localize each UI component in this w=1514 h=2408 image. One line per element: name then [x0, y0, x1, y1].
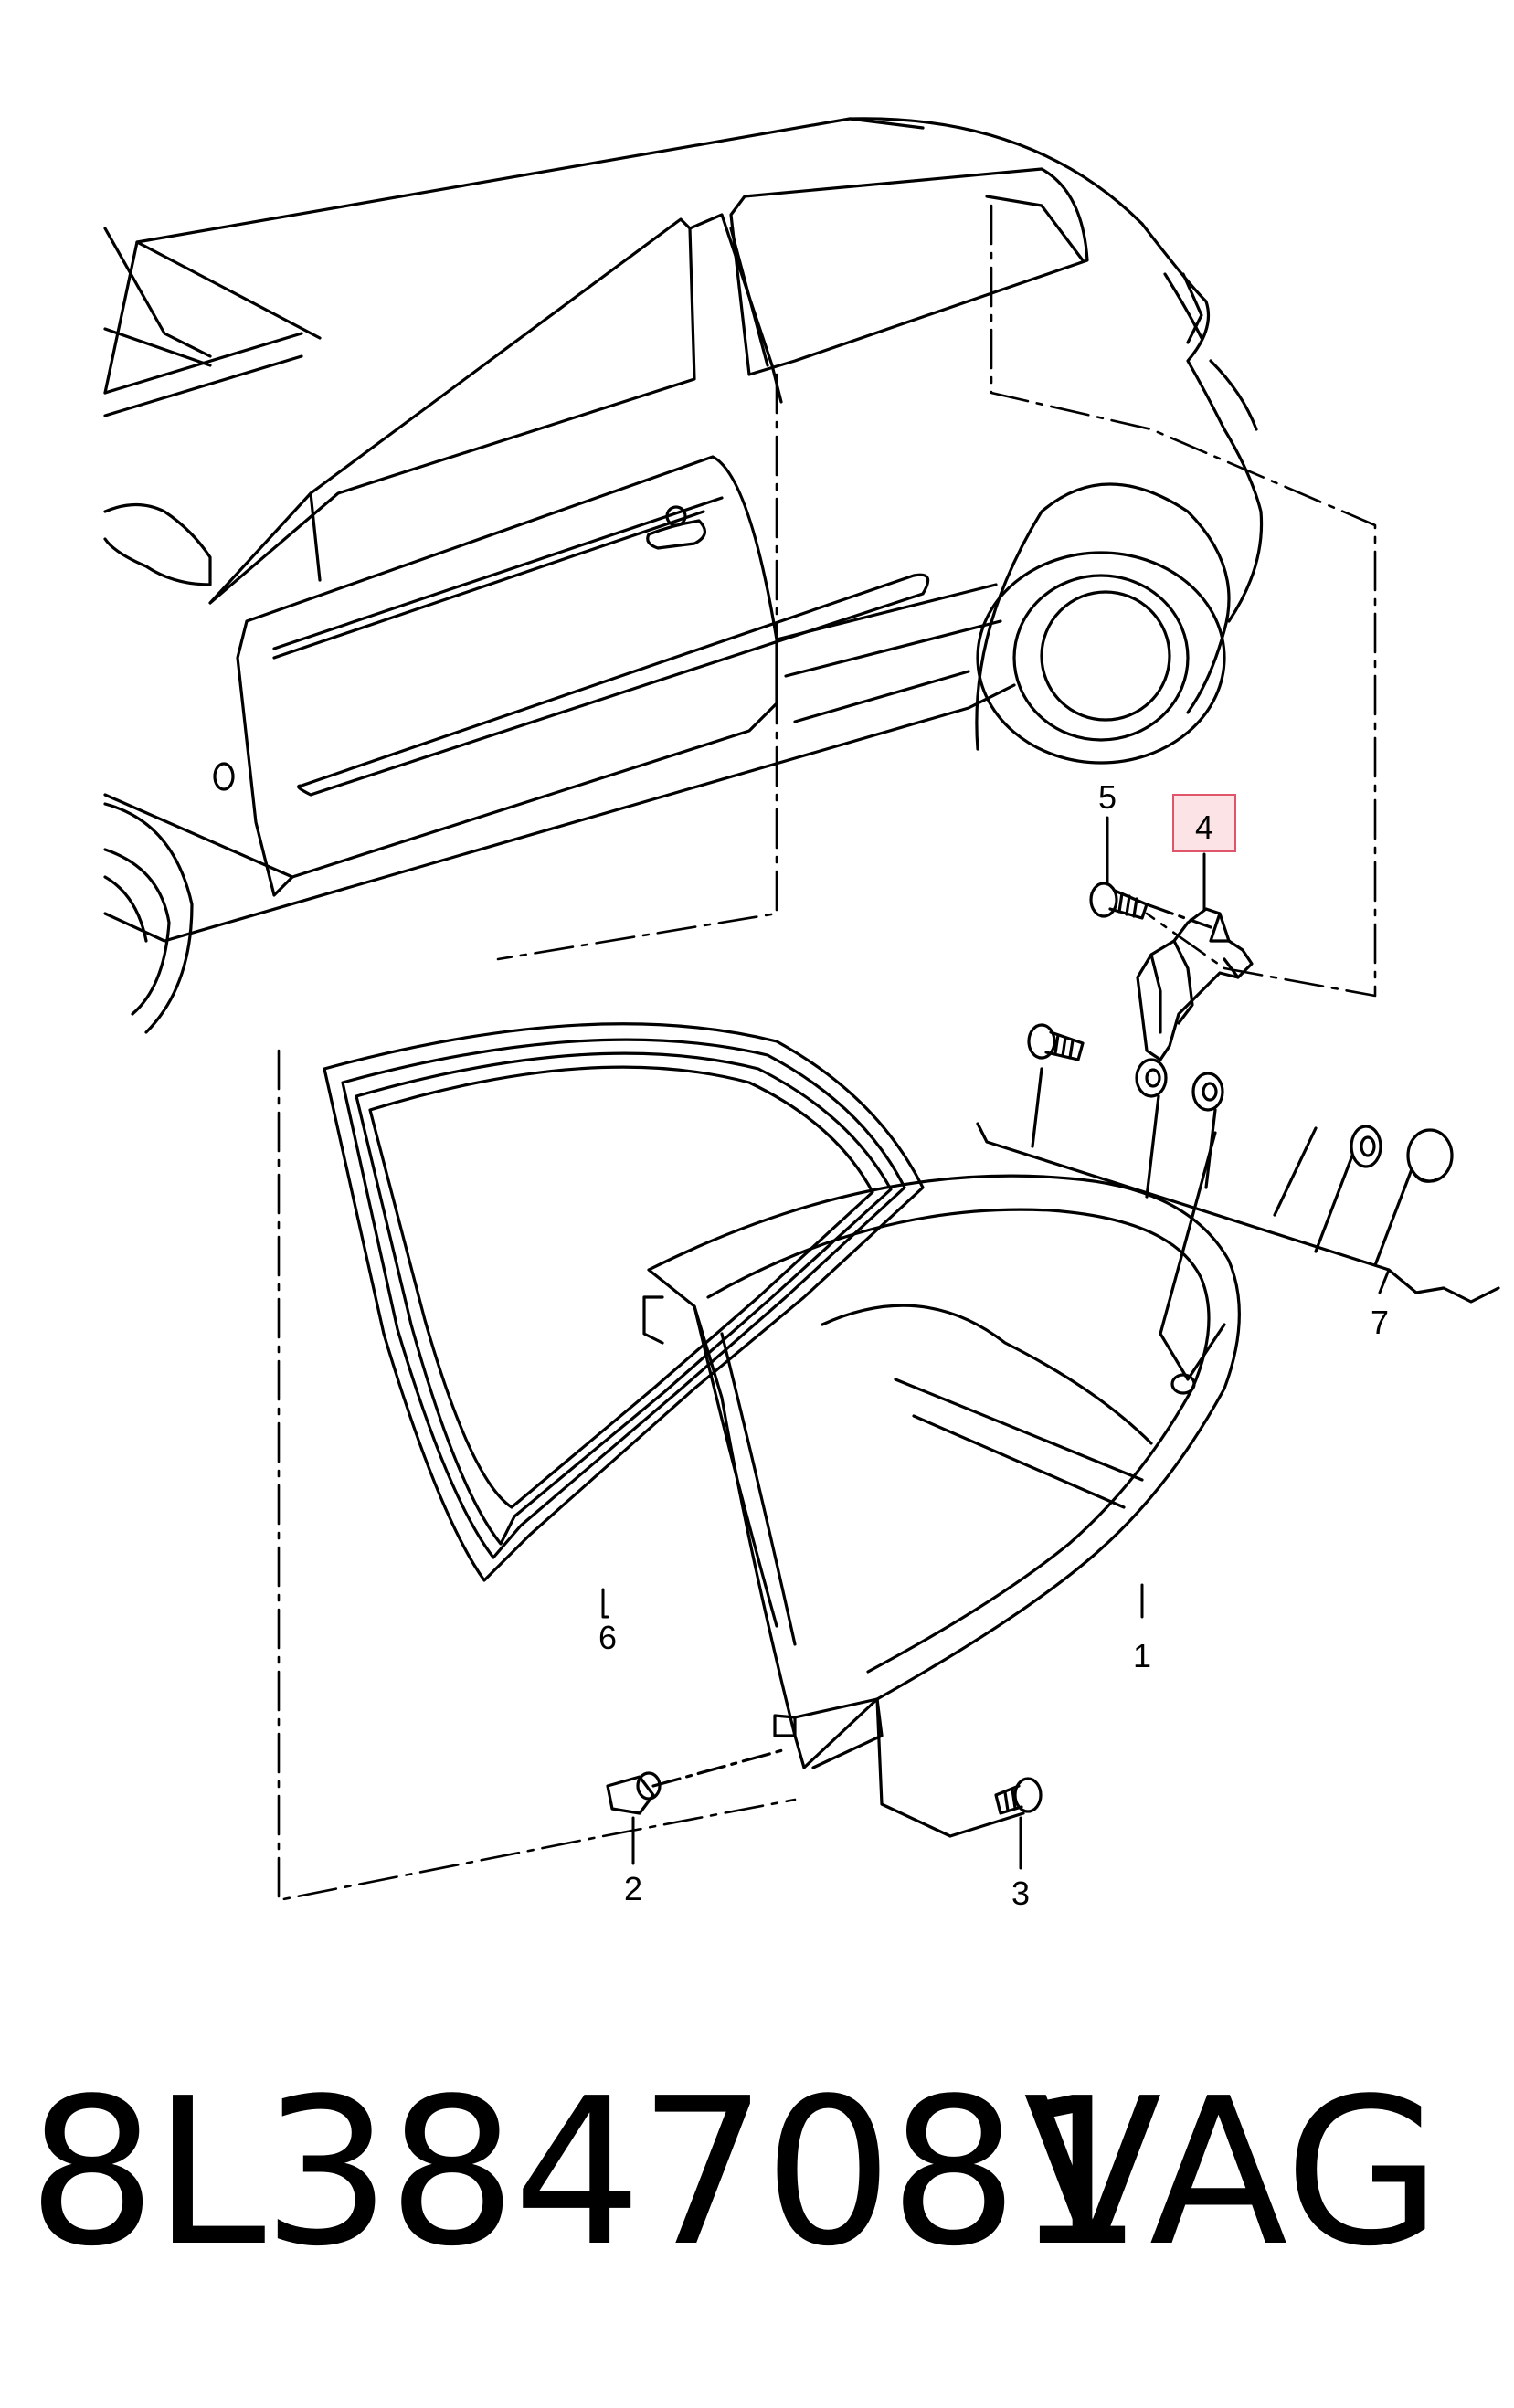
- callout-7: 7: [1371, 1304, 1389, 1341]
- retainer-bracket-part-4: [1136, 907, 1254, 1061]
- part-number: 8L3847081: [27, 2055, 1144, 2291]
- callout-leaders: [601, 816, 1391, 1870]
- car-outline: [103, 117, 1264, 1034]
- quarter-glass-part-1: [642, 1174, 1241, 1838]
- parts-diagram: 5 4 6 1 2 3 7: [103, 117, 1500, 1912]
- brand-name: VAG: [1023, 2055, 1442, 2291]
- callout-4-highlight: [1172, 794, 1236, 852]
- callout-4: 4: [1195, 808, 1213, 846]
- group-bracket-part-7: [976, 1067, 1500, 1381]
- callout-1: 1: [1133, 1637, 1151, 1674]
- callout-2: 2: [624, 1870, 642, 1907]
- fasteners: [606, 882, 1454, 1815]
- assembly-leaders: [277, 204, 1377, 1902]
- callout-3: 3: [1011, 1875, 1030, 1912]
- callout-6: 6: [598, 1619, 617, 1656]
- window-seal-part-6: [323, 1022, 925, 1582]
- callout-5: 5: [1098, 778, 1117, 816]
